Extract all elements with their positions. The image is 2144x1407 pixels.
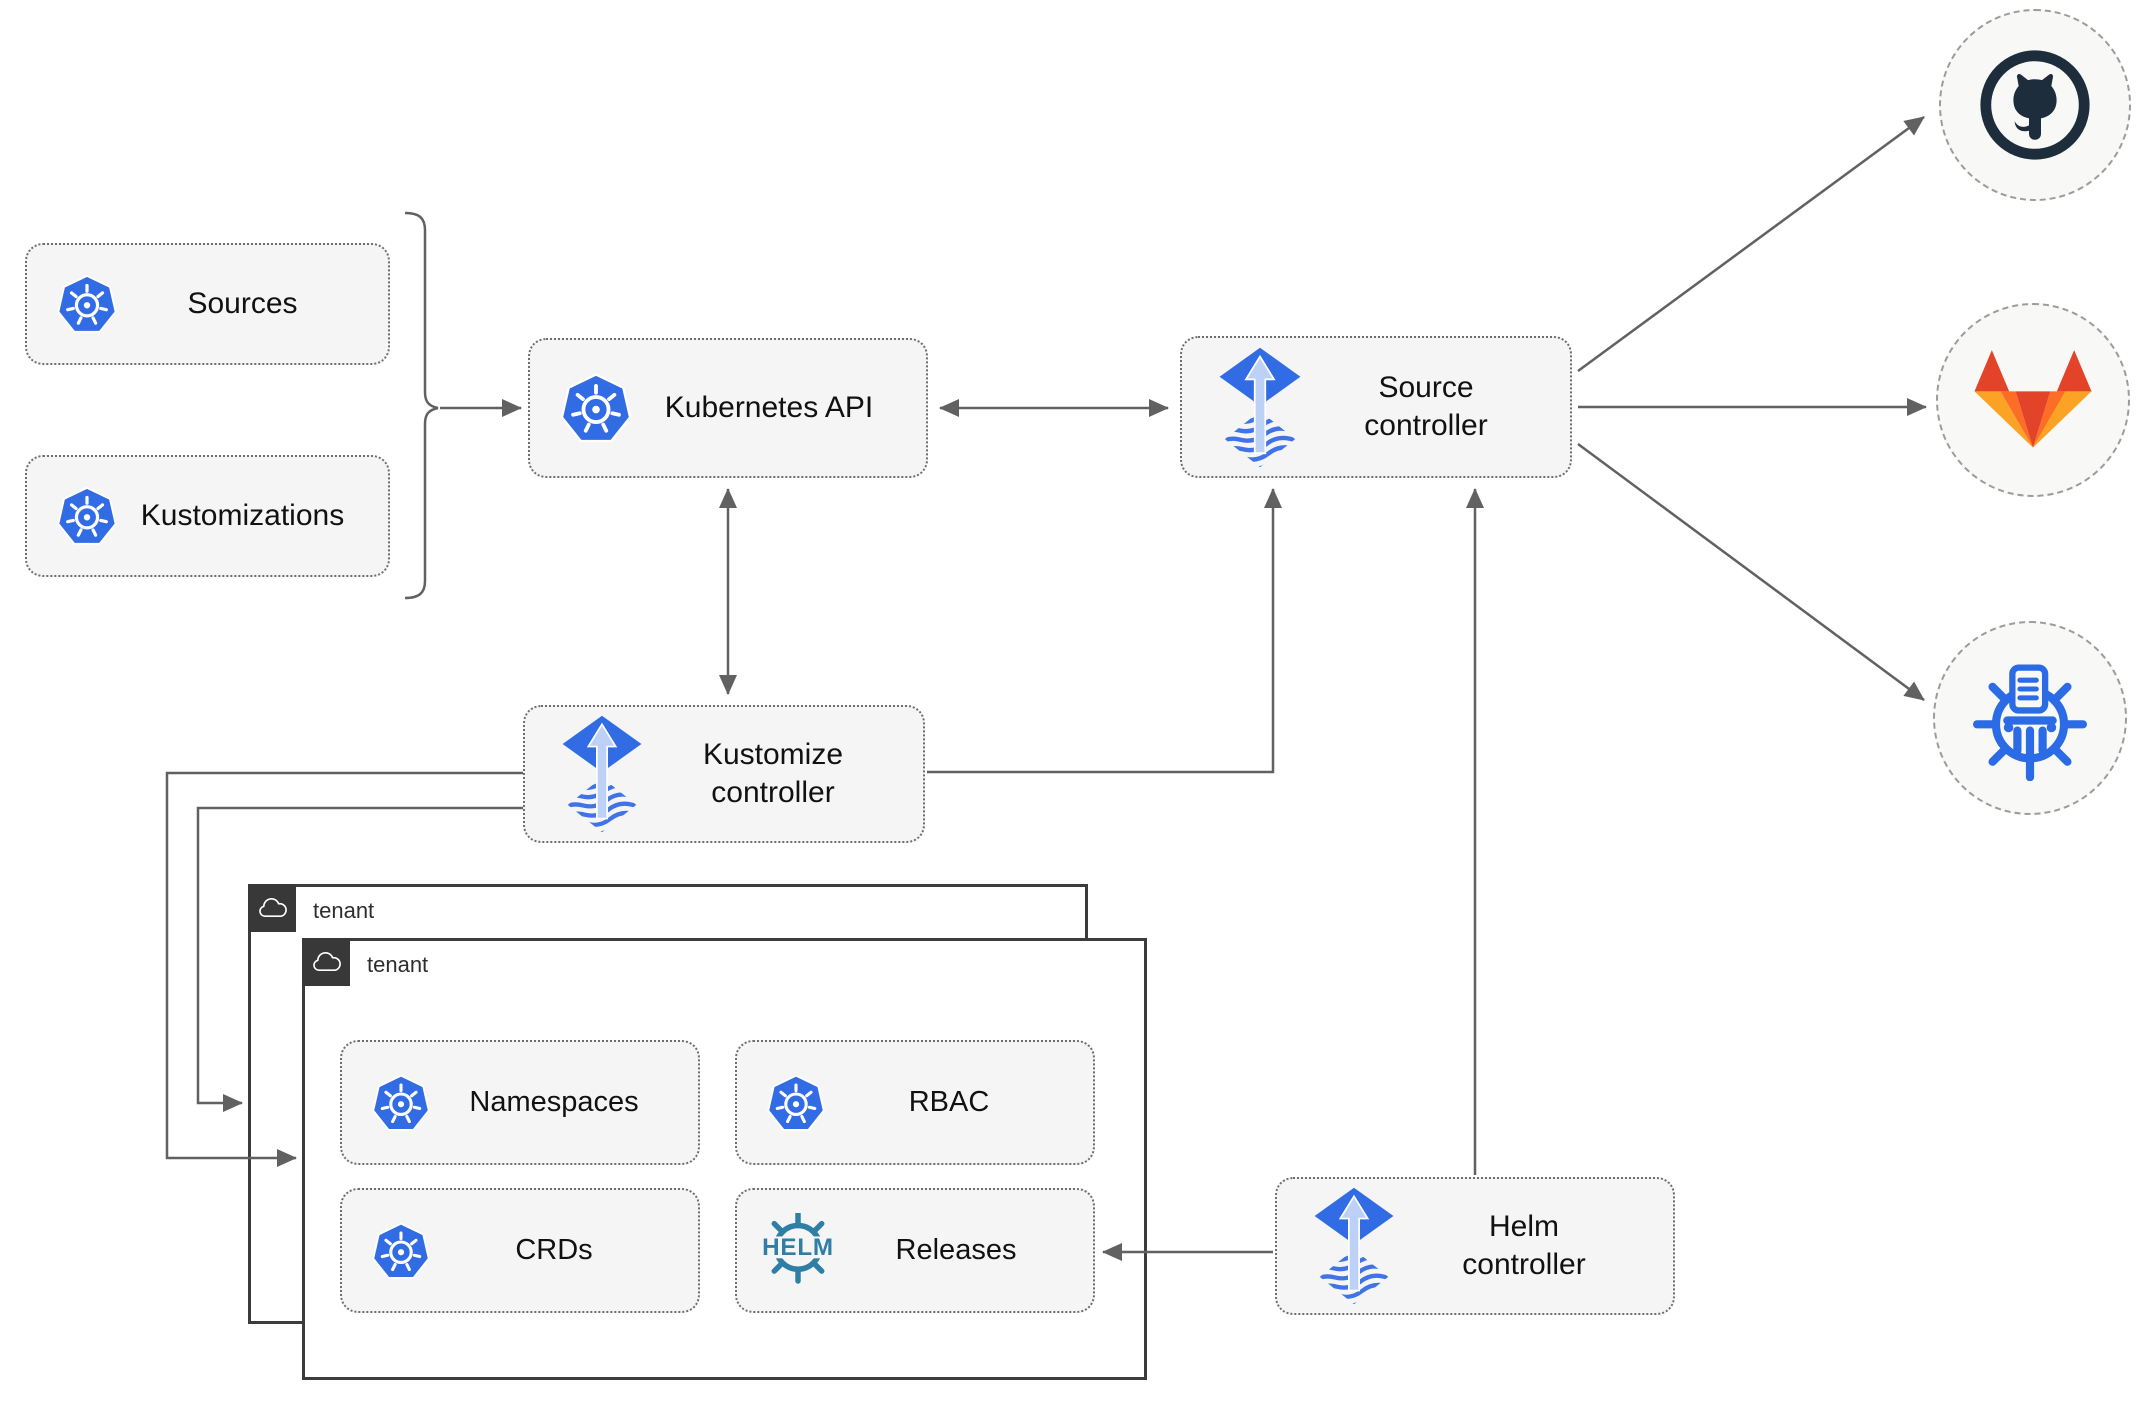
helm-icon: [755, 1213, 841, 1288]
github-icon: [1975, 45, 2095, 165]
node-kubernetes-api: Kubernetes API: [528, 338, 928, 478]
node-crds: CRDs: [340, 1188, 700, 1313]
node-label: Sources: [187, 286, 298, 320]
endpoint-gitlab: [1936, 303, 2130, 497]
tenant-tag: [248, 884, 296, 932]
cloud-icon: [310, 951, 342, 974]
node-label: Namespaces: [469, 1085, 639, 1118]
kubernetes-icon: [370, 1072, 432, 1134]
endpoint-chart-repository: [1933, 621, 2127, 815]
cloud-icon: [256, 897, 288, 920]
kubernetes-icon: [370, 1220, 432, 1282]
node-label: Kubernetes API: [664, 390, 874, 424]
node-rbac: RBAC: [735, 1040, 1095, 1165]
kubernetes-icon: [55, 272, 119, 336]
kubernetes-icon: [765, 1072, 827, 1134]
node-sources: Sources: [25, 243, 390, 365]
chartmuseum-icon: [1967, 655, 2093, 781]
node-label: Kustomize controller: [702, 737, 844, 809]
node-label: RBAC: [908, 1085, 990, 1118]
node-kustomize-controller: Kustomize controller: [523, 705, 925, 843]
arrow-source-to-chart-repository: [1577, 442, 1925, 702]
node-namespaces: Namespaces: [340, 1040, 700, 1165]
flux-icon: [1311, 1186, 1397, 1306]
gitlab-icon: [1968, 348, 2098, 452]
node-label: CRDs: [515, 1233, 593, 1266]
node-label: Helm controller: [1462, 1209, 1586, 1281]
tenant-label: tenant: [367, 952, 429, 977]
brace-sources-group: [404, 211, 439, 600]
flux-icon: [559, 714, 645, 834]
node-label: Releases: [895, 1233, 1017, 1266]
kubernetes-icon: [55, 484, 119, 548]
node-source-controller: Source controller: [1180, 336, 1572, 478]
node-kustomizations: Kustomizations: [25, 455, 390, 577]
tenant-label: tenant: [313, 898, 375, 923]
arrow-source-to-github: [1577, 115, 1925, 373]
kubernetes-icon: [558, 370, 634, 446]
node-label: Kustomizations: [140, 498, 345, 532]
node-helm-controller: Helm controller: [1275, 1177, 1675, 1315]
node-releases: Releases: [735, 1188, 1095, 1313]
arrow-kustomize-to-source-controller: [927, 488, 1282, 774]
tenant-tag: [302, 938, 350, 986]
node-label: Source controller: [1364, 370, 1488, 442]
flux-icon: [1216, 346, 1304, 469]
endpoint-github: [1939, 9, 2131, 201]
